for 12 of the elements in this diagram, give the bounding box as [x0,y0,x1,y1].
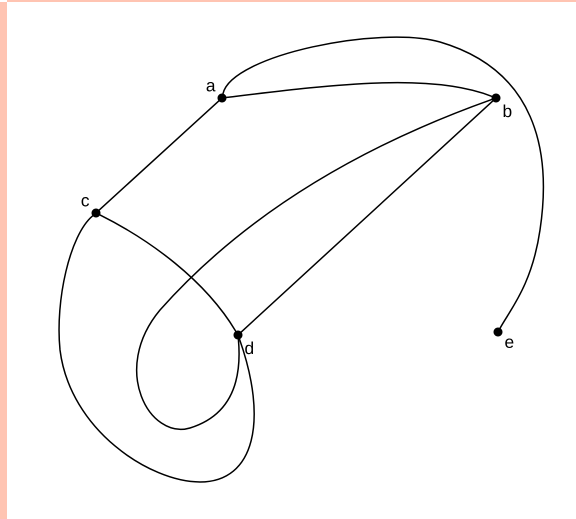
edge-line [98,100,220,211]
edge-line [226,82,492,98]
edge-line [222,36,544,329]
edge-line [58,215,255,483]
edge-line [99,214,236,332]
node-label: d [245,342,254,354]
node-label: c [82,196,90,206]
node-label: b [504,104,512,118]
edge-line [240,100,494,333]
edge-line [136,98,492,430]
node-label: a [206,82,216,92]
node-label: e [505,338,514,348]
